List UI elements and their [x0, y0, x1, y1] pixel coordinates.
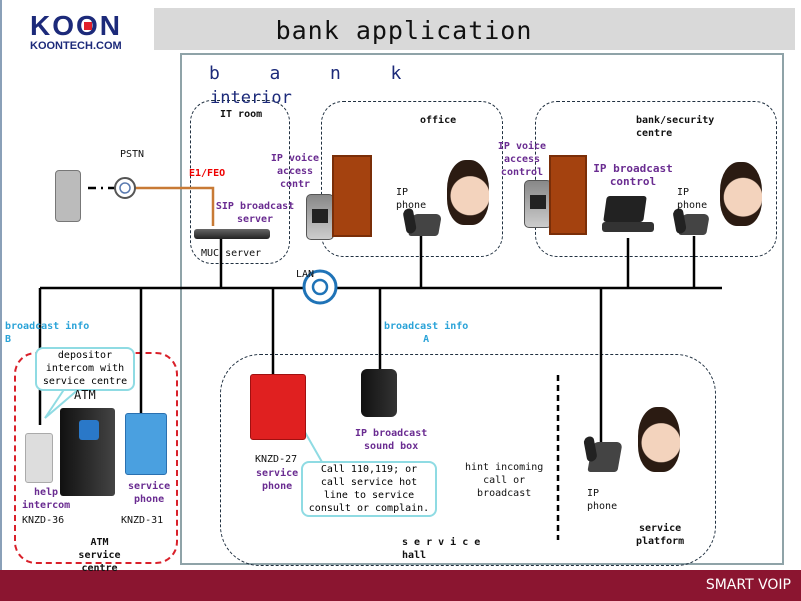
- service-phone-model: KNZD-31: [121, 515, 164, 526]
- security-access-label: IP voice access control: [497, 141, 547, 178]
- service-hall-title: s e r v i c e hall: [402, 537, 481, 561]
- ip-phone-icon: [678, 214, 710, 235]
- mobile-phone-icon: [55, 170, 81, 222]
- footer-bar: [0, 570, 801, 601]
- broadcast-info-b: broadcast info B: [5, 321, 90, 345]
- atm-screen-icon: [79, 420, 99, 440]
- sound-box-icon: [361, 369, 397, 417]
- pstn-icon: [114, 177, 136, 199]
- pstn-line: [135, 186, 215, 226]
- agent-icon: [720, 162, 762, 226]
- lan-label: LAN: [296, 269, 315, 280]
- atm-callout-pointer: [44, 387, 81, 419]
- hotline-callout: Call 110,119; or call service hot line t…: [301, 461, 437, 517]
- page-title: bank application: [275, 16, 533, 45]
- lan-icon: [302, 269, 338, 305]
- knzd27-callout-pointer: [301, 426, 352, 463]
- muc-server-label: MUC server: [201, 248, 262, 259]
- it-room-title: IT room: [220, 109, 263, 120]
- access-control-icon: [524, 180, 552, 228]
- security-title: bank/security centre: [636, 115, 715, 139]
- office-title: office: [420, 115, 457, 126]
- office-zone: [321, 101, 503, 257]
- pstn-label: PSTN: [120, 149, 145, 160]
- ip-phone-icon: [408, 214, 442, 236]
- service-hall-zone: [220, 354, 716, 566]
- service-phone-label: service phone: [128, 481, 171, 505]
- security-zone: [535, 101, 777, 257]
- knzd27-label: service phone: [256, 468, 299, 492]
- knzd27-model: KNZD-27: [255, 454, 298, 465]
- title-bar: [154, 8, 795, 50]
- broadcast-info-a: broadcast info A: [384, 321, 469, 345]
- office-phone-label: IP phone: [396, 187, 427, 211]
- logo: KOON KOONTECH.COM: [30, 12, 148, 54]
- ip-phone-icon: [587, 442, 623, 472]
- help-intercom-label: help intercom: [22, 487, 71, 511]
- laptop-icon: [603, 196, 647, 222]
- main-frame: [180, 53, 784, 565]
- interior-label: interior: [210, 88, 292, 108]
- help-intercom-model: KNZD-36: [22, 515, 65, 526]
- hint-label: hint incoming call or broadcast: [465, 462, 544, 499]
- door-icon: [549, 155, 587, 235]
- knzd27-phone-icon: [250, 374, 306, 440]
- depositor-callout: depositor intercom with service centre: [35, 347, 135, 391]
- sip-server-label: SIP broadcast server: [215, 201, 295, 225]
- e1-label: E1/FEO: [189, 168, 226, 179]
- laptop-base-icon: [602, 222, 654, 232]
- help-intercom-icon: [25, 433, 53, 483]
- logo-text: KOONTECH.COM: [30, 40, 122, 52]
- office-access-label: IP voice access contr: [270, 153, 320, 190]
- service-phone-icon: [125, 413, 167, 475]
- bank-label: b a n k: [209, 63, 402, 84]
- left-edge: [0, 0, 2, 570]
- broadcast-control-label: IP broadcast control: [593, 162, 673, 188]
- agent-icon: [447, 160, 489, 225]
- sound-box-label: IP broadcast sound box: [355, 428, 428, 452]
- logo-red-square: [84, 22, 92, 30]
- service-platform-label: service platform: [636, 523, 685, 547]
- it-room-zone: [190, 100, 290, 264]
- agent-icon: [638, 407, 680, 472]
- security-phone-label: IP phone: [677, 187, 708, 211]
- server-icon: [194, 229, 270, 239]
- atm-centre-title: ATM service centre: [78, 537, 121, 574]
- atm-label: ATM: [74, 388, 96, 402]
- access-control-icon: [306, 194, 334, 240]
- platform-phone-label: IP phone: [587, 488, 618, 512]
- door-icon: [332, 155, 372, 237]
- footer-brand: SMART VOIP: [705, 577, 791, 593]
